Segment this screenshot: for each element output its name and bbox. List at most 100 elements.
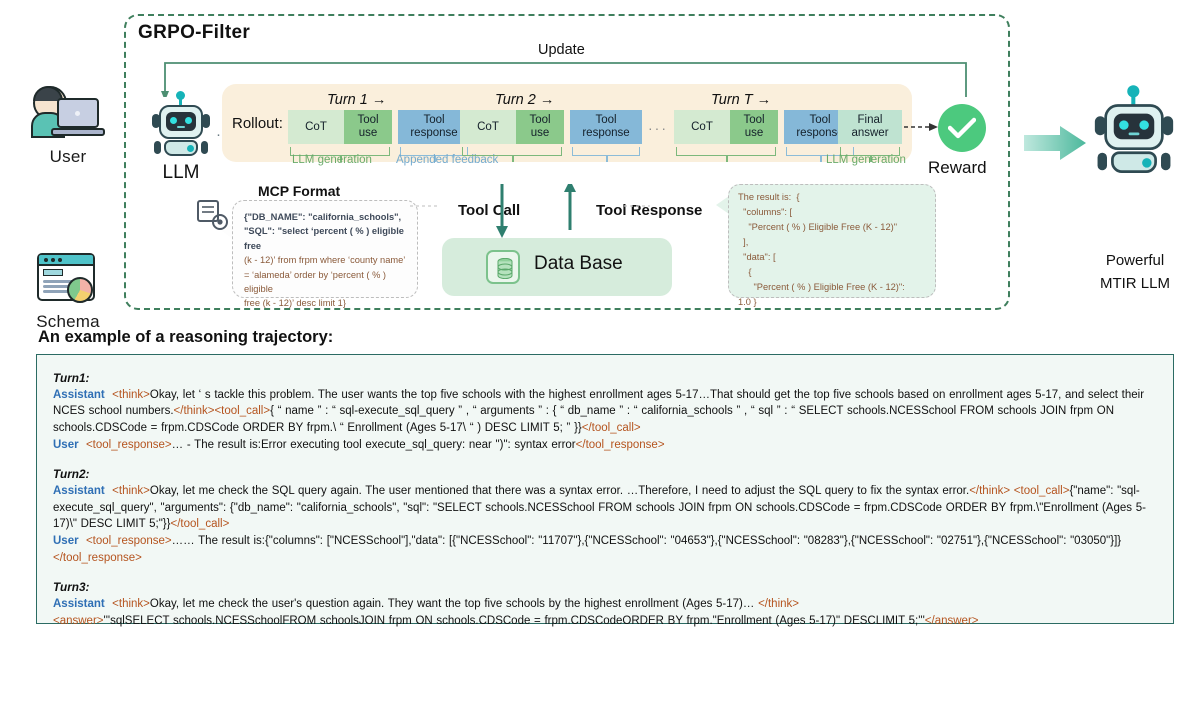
robot-arm-left [154,141,161,154]
robot-ear-right [202,114,210,128]
robot-eye-left [1119,120,1129,130]
schema-label: Schema [36,312,100,331]
grpo-filter-panel [124,14,1010,310]
robot-body [164,140,198,156]
turn-1-cot-block: CoT [288,110,344,144]
mcp-line-1: {"DB_NAME": "california_schools", [244,212,402,222]
resp-line-3: "Percent ( % ) Eligible Free (K - 12)" [738,222,898,233]
mcp-line-5: free (k - 12)’ desc limit 1} [244,298,346,309]
schema-text-line [43,280,77,283]
trajectory-xml-tag: </tool_call> [581,421,641,434]
robot-arm-right [201,141,208,154]
turn-1-feedback-tick [434,155,436,162]
mcp-line-2: "SQL": "select ‘percent ( % ) eligible f… [244,226,404,251]
database-cylinder-glyph [497,258,513,279]
trajectory-xml-tag: <tool_response> [85,535,172,548]
robot-face-screen [166,112,196,131]
schema-field-shape [43,269,63,276]
turn-t-feedback-tick [820,155,822,162]
turn-2-label: Turn 2 → [495,92,555,108]
robot-antenna-dot [176,91,185,100]
trajectory-xml-tag: </think><tool_call> [173,405,271,418]
left-inputs-column: User Schema [18,86,118,332]
turn-2-gen-tick [512,155,514,162]
database-icon [486,250,520,284]
llm-robot-block: LLM [142,91,220,184]
database-label: Data Base [534,253,623,274]
schema-text-line [43,290,69,293]
trajectory-text: { “ name ” : “ sql-execute_sql_query ” ,… [53,405,1115,434]
llm-label: LLM [162,162,200,183]
trajectory-text: Okay, let me check the user's question a… [149,597,759,610]
trajectory-xml-tag: </tool_call> [170,517,230,530]
tool-response-bubble [728,184,936,298]
appended-feedback-label: Appended feedback [396,154,499,166]
user-label: User [49,147,87,166]
tool-response-bubble-text: The result is: { "columns": [ "Percent (… [738,190,932,310]
trajectory-line: User <tool_response>… - The result is:Er… [53,437,1159,453]
robot-ear-left [152,114,160,128]
reward-badge [938,104,986,152]
trajectory-line: User <tool_response>…… The result is:{"c… [53,533,1159,566]
trajectory-xml-tag: <think> [112,389,150,401]
schema-pie-chart-icon [67,277,93,303]
mtir-caption-line1: Powerful [1105,252,1165,269]
turn-t-cot-block: CoT [674,110,730,144]
tool-call-label: Tool Call [458,202,521,219]
robot-mouth [1128,132,1140,136]
turn-2-cot-block: CoT [460,110,516,144]
resp-line-5: "data": [ [738,252,776,263]
robot-eye-left [170,117,177,124]
llm-generation-label-1: LLM generation [292,154,372,166]
trajectory-text: {"name": "sql-execute_sql_query", "argum… [53,485,1146,530]
trajectory-text: … - The result is:Error executing tool e… [171,438,576,451]
trajectory-role-label: Assistant [53,485,113,498]
trajectory-role-label: User [53,438,86,451]
trajectory-xml-tag: </tool_response> [575,438,665,451]
mcp-format-title: MCP Format [258,183,341,199]
trajectory-line: Assistant <think>Okay, let me check the … [53,596,1159,612]
turn-gap [53,454,1159,467]
rollout-label: Rollout: [232,115,283,132]
robot-antenna [179,96,182,106]
trajectory-xml-tag: <tool_response> [85,438,172,451]
robot-arm-right [1161,152,1171,171]
mtir-robot-icon [1092,85,1176,176]
trajectory-line: Assistant <think>Okay, let ‘ s tackle th… [53,387,1159,436]
db-flow-arrows [410,184,650,238]
schema-icon [37,253,99,307]
tool-response-bubble-tail [716,196,729,214]
update-label: Update [538,42,585,58]
final-answer-tick [870,155,872,162]
mcp-format-text: {"DB_NAME": "california_schools", "SQL":… [244,210,410,311]
llm-generation-label-2: LLM generation [826,154,906,166]
mtir-llm-caption: Powerful MTIR LLM [1075,250,1195,295]
mtir-llm-robot-block [1092,85,1176,173]
trajectory-text: '''sqlSELECT schools.NCESSchoolFROM scho… [103,615,925,628]
robot-ear-left [1094,116,1106,136]
schema-window-shape [37,253,95,301]
update-arrow [161,62,967,97]
trajectory-xml-tag: <think> [112,485,150,498]
reward-label: Reward [928,158,987,177]
tool-response-label: Tool Response [596,202,703,219]
robot-eye-right [185,117,192,124]
robot-eye-right [1139,120,1149,130]
trajectory-xml-tag: </answer> [924,615,979,628]
trajectory-role-label: User [53,535,86,548]
database-box [442,238,672,296]
turn-heading: Turn1: [53,371,90,385]
laptop-base-shape [51,128,105,136]
laptop-logo-dot [75,111,80,116]
